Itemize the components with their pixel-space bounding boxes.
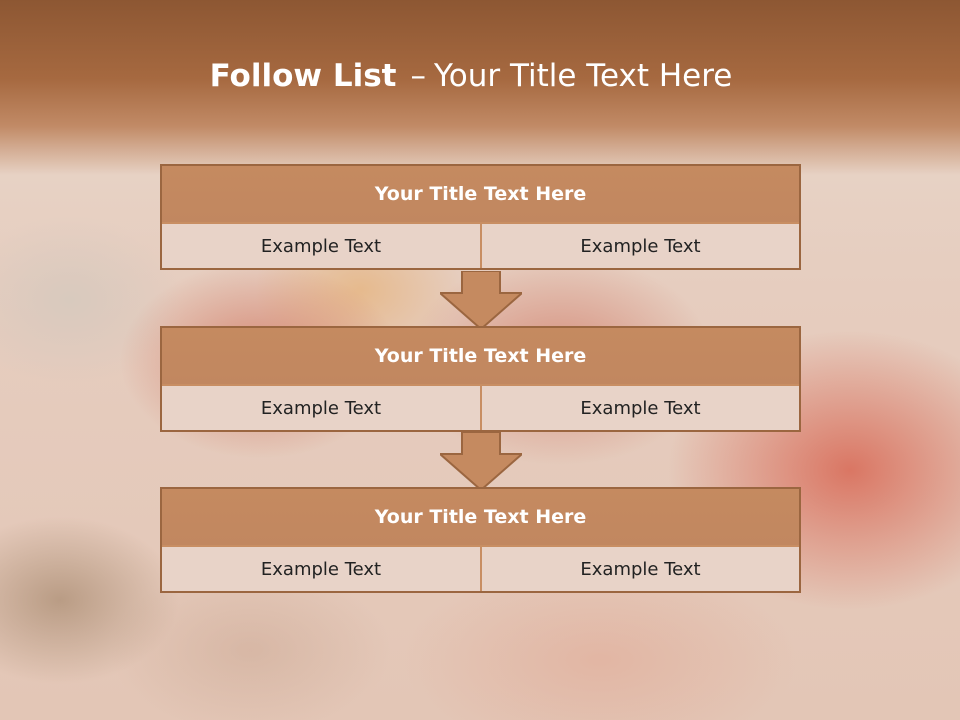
slide-title-dash: – <box>410 58 426 94</box>
step-box-2: Your Title Text Here Example Text Exampl… <box>160 326 801 432</box>
step-cell-left: Example Text <box>162 547 480 591</box>
header-band <box>0 0 960 175</box>
down-arrow-icon <box>440 271 522 329</box>
slide-title-bold: Follow List <box>209 58 397 94</box>
step-cell-right: Example Text <box>482 386 799 430</box>
step-title: Your Title Text Here <box>162 328 799 384</box>
step-cell-left: Example Text <box>162 224 480 268</box>
step-box-3: Your Title Text Here Example Text Exampl… <box>160 487 801 593</box>
step-cell-right: Example Text <box>482 547 799 591</box>
step-title: Your Title Text Here <box>162 489 799 545</box>
step-title: Your Title Text Here <box>162 166 799 222</box>
step-cell-left: Example Text <box>162 386 480 430</box>
step-box-1: Your Title Text Here Example Text Exampl… <box>160 164 801 270</box>
down-arrow-icon <box>440 432 522 490</box>
step-cell-right: Example Text <box>482 224 799 268</box>
slide-title-rest: Your Title Text Here <box>433 58 733 94</box>
slide-title: Follow List–Your Title Text Here <box>0 56 942 96</box>
